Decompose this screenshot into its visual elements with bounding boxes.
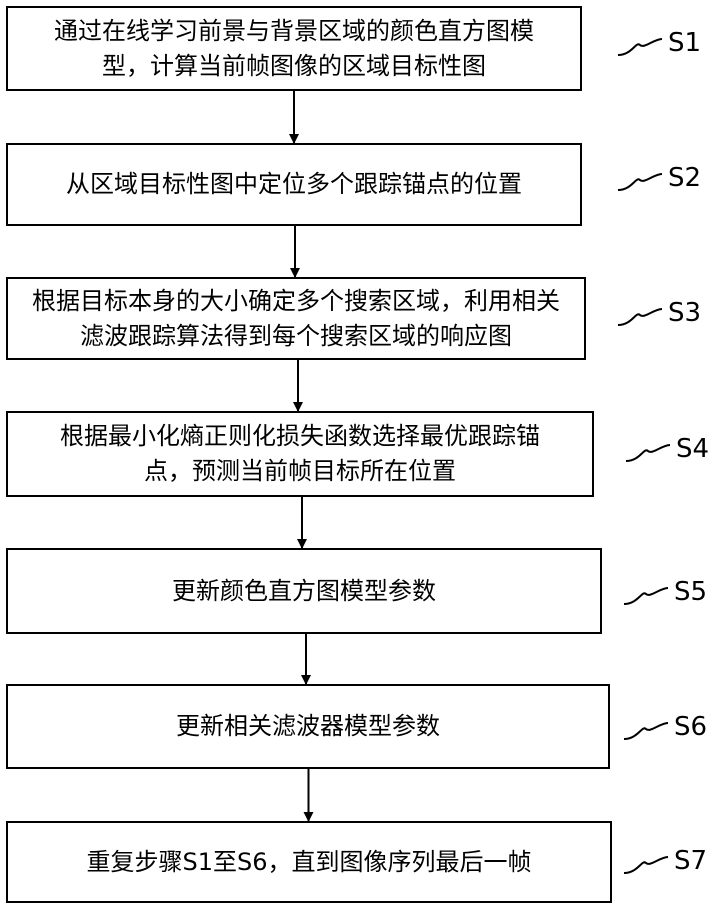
step-text-s4: 根据最小化熵正则化损失函数选择最优跟踪锚点，预测当前帧目标所在位置 — [50, 419, 550, 489]
label-leader-line — [624, 588, 668, 604]
label-leader-line — [626, 445, 670, 461]
step-text-s3: 根据目标本身的大小确定多个搜索区域，利用相关滤波跟踪算法得到每个搜索区域的响应图 — [26, 284, 566, 354]
label-leader-line — [624, 857, 668, 873]
label-leader-line — [618, 39, 662, 55]
step-label-s2: S2 — [668, 163, 701, 193]
step-label-s6: S6 — [674, 712, 707, 742]
label-leader-line — [618, 174, 662, 190]
step-box-s2: 从区域目标性图中定位多个跟踪锚点的位置 — [6, 143, 582, 226]
step-text-s6: 更新相关滤波器模型参数 — [176, 709, 440, 744]
step-box-s6: 更新相关滤波器模型参数 — [6, 684, 610, 769]
step-label-s5: S5 — [674, 577, 707, 607]
step-label-s7: S7 — [674, 846, 707, 876]
step-text-s2: 从区域目标性图中定位多个跟踪锚点的位置 — [66, 167, 522, 202]
step-text-s7: 重复步骤S1至S6，直到图像序列最后一帧 — [86, 845, 531, 880]
step-box-s7: 重复步骤S1至S6，直到图像序列最后一帧 — [6, 821, 612, 903]
step-text-s1: 通过在线学习前景与背景区域的颜色直方图模型，计算当前帧图像的区域目标性图 — [44, 14, 544, 84]
label-leader-line — [624, 723, 668, 739]
step-label-s1: S1 — [668, 28, 701, 58]
step-box-s4: 根据最小化熵正则化损失函数选择最优跟踪锚点，预测当前帧目标所在位置 — [6, 411, 594, 497]
step-box-s3: 根据目标本身的大小确定多个搜索区域，利用相关滤波跟踪算法得到每个搜索区域的响应图 — [6, 277, 586, 360]
step-label-s3: S3 — [668, 298, 701, 328]
step-label-s4: S4 — [676, 434, 709, 464]
step-label-leaders — [618, 39, 670, 873]
step-box-s5: 更新颜色直方图模型参数 — [6, 548, 602, 634]
step-box-s1: 通过在线学习前景与背景区域的颜色直方图模型，计算当前帧图像的区域目标性图 — [6, 6, 582, 91]
step-text-s5: 更新颜色直方图模型参数 — [172, 574, 436, 609]
label-leader-line — [618, 309, 662, 325]
